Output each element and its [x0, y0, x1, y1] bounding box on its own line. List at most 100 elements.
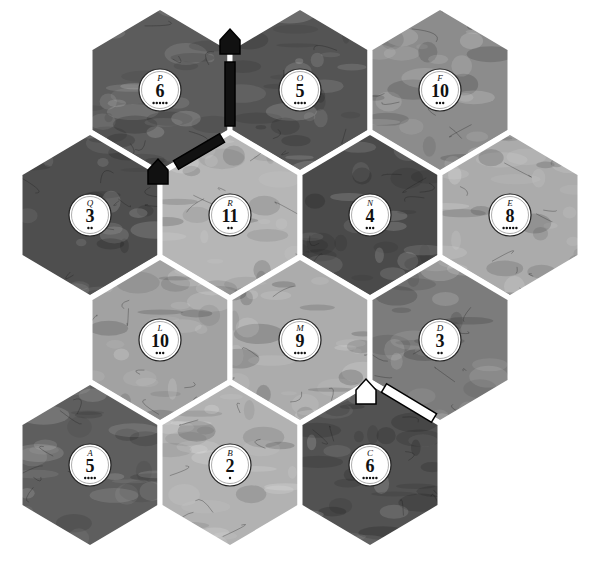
- number-token: Q3: [68, 193, 112, 237]
- probability-pip: [509, 227, 511, 229]
- probability-pip: [366, 477, 368, 479]
- probability-pip: [227, 227, 229, 229]
- probability-pip: [506, 227, 508, 229]
- tile-letter: Q: [87, 199, 94, 208]
- probability-pip: [362, 477, 364, 479]
- roll-number: 6: [366, 458, 375, 475]
- probability-pip: [297, 352, 299, 354]
- tile-letter: D: [437, 324, 444, 333]
- probability-pip: [230, 227, 232, 229]
- tile-letter: B: [227, 449, 233, 458]
- terrain-hex: [285, 382, 453, 558]
- number-token: E8: [488, 193, 532, 237]
- probability-pip: [165, 102, 167, 104]
- number-token: F10: [418, 68, 462, 112]
- rock-texture: [150, 383, 313, 554]
- probability-pip: [375, 477, 377, 479]
- road-piece: [381, 384, 436, 423]
- number-token: C6: [348, 443, 392, 487]
- roll-number: 10: [431, 83, 449, 100]
- terrain-hex: [416, 127, 589, 298]
- number-token: L10: [138, 318, 182, 362]
- tile-letter: A: [87, 449, 93, 458]
- rock-texture: [217, 4, 378, 178]
- roll-number: 5: [296, 83, 305, 100]
- probability-pip: [152, 102, 154, 104]
- rock-texture: [79, 2, 238, 175]
- roll-number: 5: [86, 458, 95, 475]
- probability-pip: [372, 227, 374, 229]
- rock-texture: [285, 383, 453, 558]
- probability-pip: [94, 477, 96, 479]
- terrain-hex: [217, 4, 378, 178]
- roll-number: 6: [156, 83, 165, 100]
- roll-number: 2: [226, 458, 235, 475]
- probability-pip: [156, 102, 158, 104]
- number-token: A5: [68, 443, 112, 487]
- terrain-hex: [11, 372, 180, 557]
- probability-pip: [512, 227, 514, 229]
- terrain-hex: [150, 382, 313, 554]
- probability-pip: [162, 352, 164, 354]
- probability-pip: [440, 352, 442, 354]
- number-token: N4: [348, 193, 392, 237]
- roll-number: 8: [506, 208, 515, 225]
- probability-pip: [90, 477, 92, 479]
- settlement-piece: [220, 29, 240, 54]
- probability-pip: [304, 102, 306, 104]
- tile-letter: R: [227, 199, 233, 208]
- probability-pip: [229, 477, 231, 479]
- settlement-piece: [356, 379, 376, 404]
- tile-letter: N: [367, 199, 373, 208]
- roll-number: 4: [366, 208, 375, 225]
- probability-pip: [366, 227, 368, 229]
- number-token: R11: [208, 193, 252, 237]
- probability-pip: [300, 102, 302, 104]
- rock-texture: [11, 372, 180, 557]
- probability-pip: [156, 352, 158, 354]
- probability-pip: [502, 227, 504, 229]
- probability-pip: [294, 102, 296, 104]
- road-piece: [173, 134, 224, 170]
- rock-texture: [416, 127, 589, 298]
- probability-pip: [369, 477, 371, 479]
- roll-number: 10: [151, 333, 169, 350]
- probability-pip: [372, 477, 374, 479]
- number-token: B2: [208, 443, 252, 487]
- probability-pip: [159, 102, 161, 104]
- probability-pip: [162, 102, 164, 104]
- number-token: M9: [278, 318, 322, 362]
- number-token: O5: [278, 68, 322, 112]
- probability-pip: [159, 352, 161, 354]
- number-token: D3: [418, 318, 462, 362]
- tile-letter: E: [507, 199, 513, 208]
- probability-pip: [369, 227, 371, 229]
- roll-number: 3: [436, 333, 445, 350]
- probability-pip: [437, 352, 439, 354]
- roll-number: 3: [86, 208, 95, 225]
- tile-letter: O: [297, 74, 304, 83]
- roll-number: 11: [221, 208, 238, 225]
- probability-pip: [87, 477, 89, 479]
- probability-pip: [84, 477, 86, 479]
- tile-letter: M: [296, 324, 304, 333]
- probability-pip: [442, 102, 444, 104]
- terrain-hex: [79, 2, 238, 175]
- probability-pip: [87, 227, 89, 229]
- tile-letter: L: [157, 324, 162, 333]
- tile-letter: P: [157, 74, 163, 83]
- tile-letter: F: [437, 74, 443, 83]
- tile-letter: C: [367, 449, 373, 458]
- probability-pip: [439, 102, 441, 104]
- probability-pip: [297, 102, 299, 104]
- probability-pip: [90, 227, 92, 229]
- probability-pip: [436, 102, 438, 104]
- probability-pip: [515, 227, 517, 229]
- probability-pip: [294, 352, 296, 354]
- road-piece: [225, 62, 235, 126]
- roll-number: 9: [296, 333, 305, 350]
- settlement-piece: [148, 159, 168, 184]
- probability-pip: [300, 352, 302, 354]
- probability-pip: [304, 352, 306, 354]
